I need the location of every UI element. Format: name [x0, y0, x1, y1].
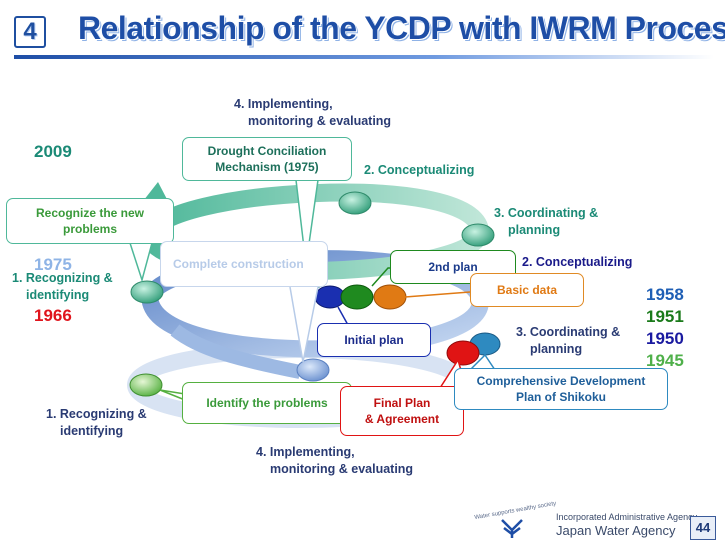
section-number-badge: 4 [14, 16, 46, 48]
stage-top-implementing: 4. Implementing, monitoring & evaluating [234, 97, 392, 128]
pointer-identify [159, 389, 186, 401]
title-underline [14, 55, 714, 59]
stage-top-coordinating: 3. Coordinating & planning [494, 206, 599, 237]
stage-top-conceptualizing: 2. Conceptualizing [364, 163, 475, 177]
year-1951: 1951 [646, 307, 684, 326]
node-final-plan [446, 340, 480, 366]
pointer-initial-plan [337, 306, 349, 326]
node-top-conceptualizing [338, 191, 372, 215]
year-1950: 1950 [646, 329, 684, 348]
callout-complete-construction: Complete construction [160, 241, 328, 287]
node-top-recognizing [130, 280, 164, 304]
year-1945: 1945 [646, 351, 684, 370]
footer-org-line2: Japan Water Agency [556, 523, 676, 538]
stage-bottom-implementing: 4. Implementing, monitoring & evaluating [256, 445, 414, 476]
stage-mid-coordinating: 3. Coordinating & planning [516, 325, 621, 356]
node-second-plan [340, 284, 374, 310]
callout-second-plan: 2nd plan [390, 250, 516, 284]
stage-bottom-recognizing: 1. Recognizing & identifying [46, 407, 147, 438]
pointer-complete [289, 286, 319, 363]
node-bottom-recognizing [129, 373, 163, 397]
node-mid-implementing [296, 358, 330, 382]
stage-mid-conceptualizing: 2. Conceptualizing [522, 255, 633, 269]
callout-initial-plan: Initial plan [317, 323, 431, 357]
jwa-logo-icon [501, 519, 523, 538]
callout-basic-data: Basic data [470, 273, 584, 307]
year-1966: 1966 [34, 306, 72, 325]
page-title: Relationship of the YCDP with IWRM Proce… [78, 10, 725, 46]
node-top-coordinating [461, 223, 495, 247]
pointer-recognize-new [129, 242, 153, 283]
year-1975: 1975 [34, 255, 72, 274]
pointer-comprehensive [469, 353, 496, 371]
year-1958: 1958 [646, 285, 684, 304]
page-number-badge: 44 [690, 516, 716, 540]
pointer-basic-data [391, 291, 471, 299]
year-2009: 2009 [34, 142, 72, 161]
footer-org-line1: Incorporated Administrative Agency [556, 512, 698, 522]
stage-mid-recognizing: 1. Recognizing & identifying [12, 271, 113, 302]
callout-final-plan: Final Plan& Agreement [340, 386, 464, 436]
callout-identify-problems: Identify the problems [182, 382, 352, 424]
